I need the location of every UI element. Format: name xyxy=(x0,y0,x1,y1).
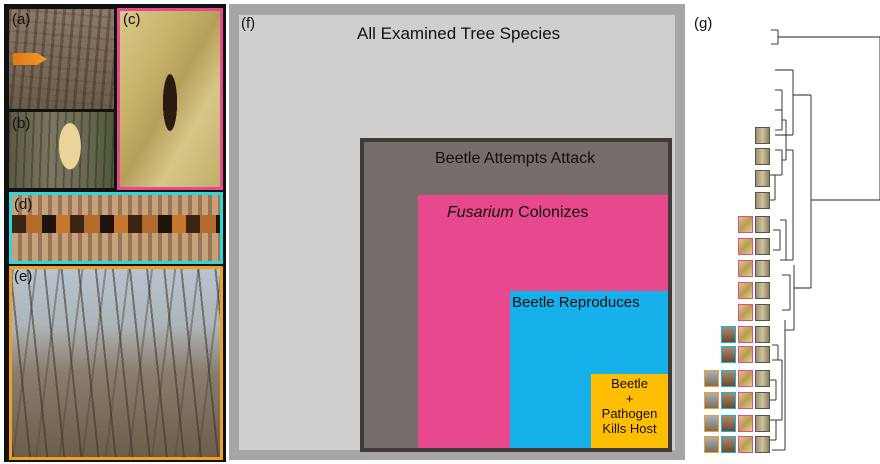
thumbnail-wood xyxy=(738,282,753,299)
thumbnail-bark xyxy=(755,170,770,187)
thumbnail-bark xyxy=(755,260,770,277)
thumbnail-forest xyxy=(704,436,719,453)
thumbnail-wood xyxy=(738,392,753,409)
photo-beetle-brood xyxy=(9,192,223,264)
label-kills-line4: Kills Host xyxy=(591,421,668,436)
thumbnail-bark xyxy=(755,304,770,321)
thumbnail-forest xyxy=(704,392,719,409)
thumbnail-wood xyxy=(738,415,753,432)
thumbnail-wood xyxy=(738,346,753,363)
thumbnail-bark xyxy=(755,216,770,233)
thumbnail-gall xyxy=(721,370,736,387)
thumbnail-wood xyxy=(738,370,753,387)
thumbnail-bark xyxy=(755,148,770,165)
thumbnail-gall xyxy=(721,436,736,453)
thumbnail-wood xyxy=(738,326,753,343)
thumbnail-bark xyxy=(755,127,770,144)
thumbnail-gall xyxy=(721,415,736,432)
thumbnail-forest xyxy=(704,370,719,387)
photo-wood-gallery xyxy=(117,8,223,190)
thumbnail-wood xyxy=(738,238,753,255)
thumbnail-wood xyxy=(738,304,753,321)
thumbnail-bark xyxy=(755,282,770,299)
photo-dead-forest xyxy=(9,266,223,460)
label-kills-line2: + xyxy=(591,391,668,406)
thumbnail-gall xyxy=(721,392,736,409)
thumbnail-gall xyxy=(721,326,736,343)
panel-label-e: (e) xyxy=(14,268,32,285)
panel-label-b: (b) xyxy=(12,115,30,132)
thumbnail-bark xyxy=(755,192,770,209)
thumbnail-bark xyxy=(755,436,770,453)
label-beetle-attack: Beetle Attempts Attack xyxy=(435,150,595,168)
thumbnail-wood xyxy=(738,260,753,277)
label-kills-line1: Beetle xyxy=(591,376,668,391)
panel-label-c: (c) xyxy=(123,11,141,28)
label-beetle-reproduces: Beetle Reproduces xyxy=(512,294,640,311)
thumbnail-gall xyxy=(721,346,736,363)
panel-label-d: (d) xyxy=(14,196,32,213)
thumbnail-bark xyxy=(755,326,770,343)
thumbnail-bark xyxy=(755,238,770,255)
label-kills-host: Beetle + Pathogen Kills Host xyxy=(591,376,668,436)
label-kills-line3: Pathogen xyxy=(591,406,668,421)
label-fusarium-rest: Colonizes xyxy=(514,204,589,221)
label-all-species: All Examined Tree Species xyxy=(357,24,560,44)
panel-label-f: (f) xyxy=(241,15,255,32)
label-fusarium-genus: Fusarium xyxy=(447,204,514,221)
thumbnail-bark xyxy=(755,392,770,409)
thumbnail-forest xyxy=(704,415,719,432)
label-fusarium: Fusarium Colonizes xyxy=(447,204,588,222)
thumbnail-bark xyxy=(755,370,770,387)
thumbnail-bark xyxy=(755,346,770,363)
thumbnail-wood xyxy=(738,216,753,233)
thumbnail-bark xyxy=(755,415,770,432)
pencil-pointer-icon xyxy=(13,53,47,65)
thumbnail-wood xyxy=(738,436,753,453)
panel-label-a: (a) xyxy=(12,11,30,28)
